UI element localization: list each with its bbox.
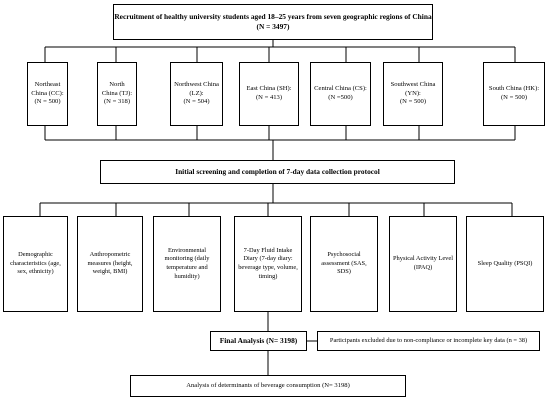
region-count: (N = 500) bbox=[34, 98, 61, 106]
region-name: East China (SH): bbox=[246, 85, 292, 93]
screening-text: Initial screening and completion of 7-da… bbox=[175, 167, 380, 176]
region-name: North China (TJ): bbox=[101, 80, 133, 97]
region-count: (N =500) bbox=[328, 94, 353, 101]
region-name: Northwest China (LZ): bbox=[174, 80, 219, 97]
region-name: South China (HK): bbox=[488, 85, 540, 93]
region-label: North China (TJ):(N = 318) bbox=[101, 81, 133, 108]
region-count: (N = 504) bbox=[183, 98, 210, 106]
measure-box-anthropometric: Anthropometric measures (height, weight,… bbox=[77, 216, 143, 312]
region-box-north: North China (TJ):(N = 318) bbox=[97, 62, 137, 126]
connector-lines bbox=[39, 40, 516, 375]
measure-box-sleep-quality: Sleep Quality (PSQI) bbox=[466, 216, 544, 312]
measure-box-psychosocial: Psychosocial assessment (SAS, SDS) bbox=[310, 216, 378, 312]
measure-text: Anthropometric measures (height, weight,… bbox=[87, 251, 133, 276]
final-analysis-box: Final Analysis (N= 3198) bbox=[210, 331, 307, 351]
region-box-northeast: Northeast China (CC):(N = 500) bbox=[27, 62, 68, 126]
measure-text: Environmental monitoring (daily temperat… bbox=[164, 246, 210, 280]
recruitment-text: Recruitment of healthy university studen… bbox=[114, 12, 432, 31]
final-analysis-text: Final Analysis (N= 3198) bbox=[219, 336, 298, 345]
measure-box-demographic: Demographic characteristics (age, sex, e… bbox=[3, 216, 68, 312]
region-name: Northeast China (CC): bbox=[31, 80, 64, 97]
measure-text: 7-Day Fluid Intake Diary (7-day diary: b… bbox=[238, 246, 298, 280]
measure-text: Physical Activity Level (IPAQ) bbox=[393, 255, 453, 271]
region-label: Central China (CS):(N =500) bbox=[314, 85, 367, 103]
region-box-northwest: Northwest China (LZ):(N = 504) bbox=[170, 62, 223, 126]
region-count: (N = 500) bbox=[500, 94, 528, 101]
region-box-central: Central China (CS):(N =500) bbox=[310, 62, 371, 126]
region-name: Southwest China (YN): bbox=[390, 80, 436, 97]
region-count: (N = 500) bbox=[399, 98, 427, 106]
measure-text: Demographic characteristics (age, sex, e… bbox=[10, 251, 61, 276]
excluded-box: Participants excluded due to non-complia… bbox=[317, 331, 540, 351]
measure-box-fluid-diary: 7-Day Fluid Intake Diary (7-day diary: b… bbox=[234, 216, 302, 312]
region-label: Northwest China (LZ):(N = 504) bbox=[174, 81, 219, 108]
analysis-box: Analysis of determinants of beverage con… bbox=[130, 375, 406, 397]
analysis-text: Analysis of determinants of beverage con… bbox=[186, 381, 350, 389]
recruitment-box: Recruitment of healthy university studen… bbox=[113, 4, 433, 40]
region-count: (N = 318) bbox=[103, 98, 131, 106]
measure-text: Sleep Quality (PSQI) bbox=[477, 259, 533, 267]
measure-box-physical-activity: Physical Activity Level (IPAQ) bbox=[389, 216, 457, 312]
region-label: Northeast China (CC):(N = 500) bbox=[31, 81, 64, 108]
screening-box: Initial screening and completion of 7-da… bbox=[100, 160, 455, 184]
region-label: Southwest China (YN):(N = 500) bbox=[387, 81, 439, 108]
measure-box-environmental: Environmental monitoring (daily temperat… bbox=[153, 216, 221, 312]
region-box-southwest: Southwest China (YN):(N = 500) bbox=[383, 62, 443, 126]
region-box-south: South China (HK):(N = 500) bbox=[483, 62, 545, 126]
measure-text: Psychosocial assessment (SAS, SDS) bbox=[321, 251, 367, 276]
region-name: Central China (CS): bbox=[314, 85, 367, 93]
region-label: South China (HK):(N = 500) bbox=[489, 85, 539, 103]
region-box-east: East China (SH):(N = 413) bbox=[239, 62, 299, 126]
region-count: (N = 413) bbox=[255, 94, 283, 101]
region-label: East China (SH):(N = 413) bbox=[246, 85, 291, 103]
excluded-text: Participants excluded due to non-complia… bbox=[329, 336, 528, 344]
